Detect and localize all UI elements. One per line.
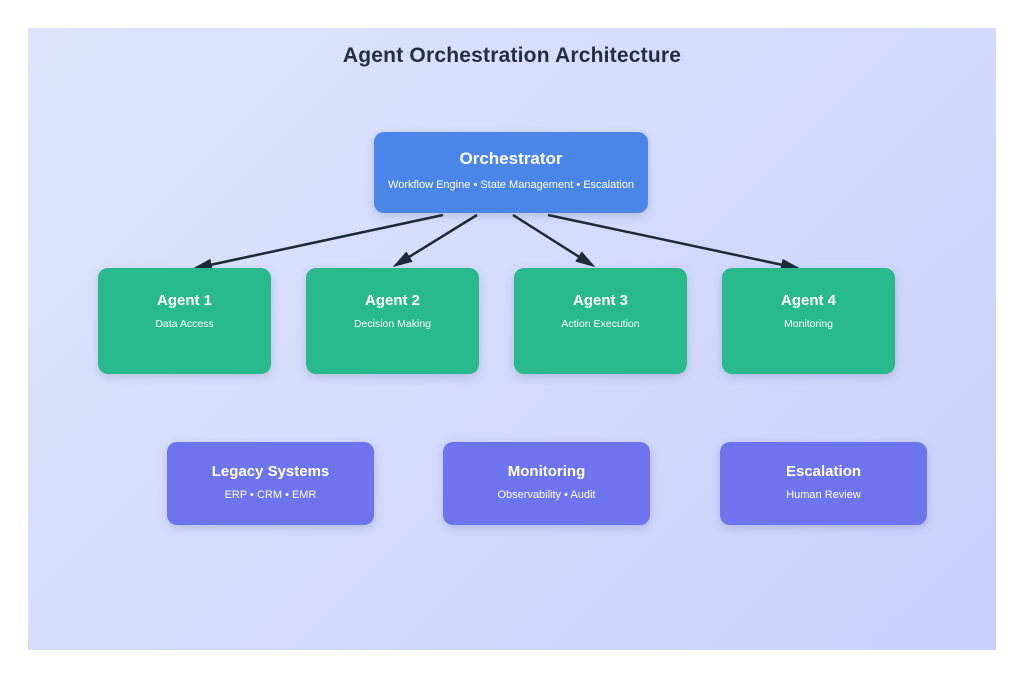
orchestrator-title: Orchestrator <box>459 149 563 168</box>
escalation-node: Escalation Human Review <box>720 442 927 525</box>
monitoring-title: Monitoring <box>507 463 586 480</box>
orchestrator-subtitle: Workflow Engine • State Management • Esc… <box>388 179 634 191</box>
escalation-title: Escalation <box>785 463 862 480</box>
orchestrator-to-agent-4-arrow <box>547 213 801 271</box>
legacy-systems-title: Legacy Systems <box>211 463 330 480</box>
monitoring-node: Monitoring Observability • Audit <box>443 442 650 525</box>
page-title: Agent Orchestration Architecture <box>342 44 682 67</box>
agent-2-node: Agent 2 Decision Making <box>306 268 479 374</box>
orchestrator-to-agent-2-arrow <box>392 213 478 268</box>
agent-1-subtitle: Data Access <box>155 318 214 330</box>
monitoring-subtitle: Observability • Audit <box>497 489 596 501</box>
agent-4-title: Agent 4 <box>780 292 836 309</box>
agent-3-subtitle: Action Execution <box>561 318 640 330</box>
agent-4-node: Agent 4 Monitoring <box>722 268 895 374</box>
diagram-canvas: Agent Orchestration Architecture Orchest… <box>28 28 996 650</box>
agent-4-subtitle: Monitoring <box>783 318 834 330</box>
orchestrator-to-agent-3-arrow <box>512 213 596 268</box>
agent-3-title: Agent 3 <box>572 292 628 309</box>
agent-1-title: Agent 1 <box>156 292 212 309</box>
legacy-systems-node: Legacy Systems ERP • CRM • EMR <box>167 442 374 525</box>
agent-2-subtitle: Decision Making <box>353 318 432 330</box>
orchestrator-to-agent-1-arrow <box>192 213 444 271</box>
agent-3-node: Agent 3 Action Execution <box>514 268 687 374</box>
orchestrator-node: Orchestrator Workflow Engine • State Man… <box>374 132 648 213</box>
escalation-subtitle: Human Review <box>786 489 861 501</box>
agent-2-title: Agent 2 <box>364 292 420 309</box>
agent-1-node: Agent 1 Data Access <box>98 268 271 374</box>
legacy-systems-subtitle: ERP • CRM • EMR <box>224 489 317 501</box>
